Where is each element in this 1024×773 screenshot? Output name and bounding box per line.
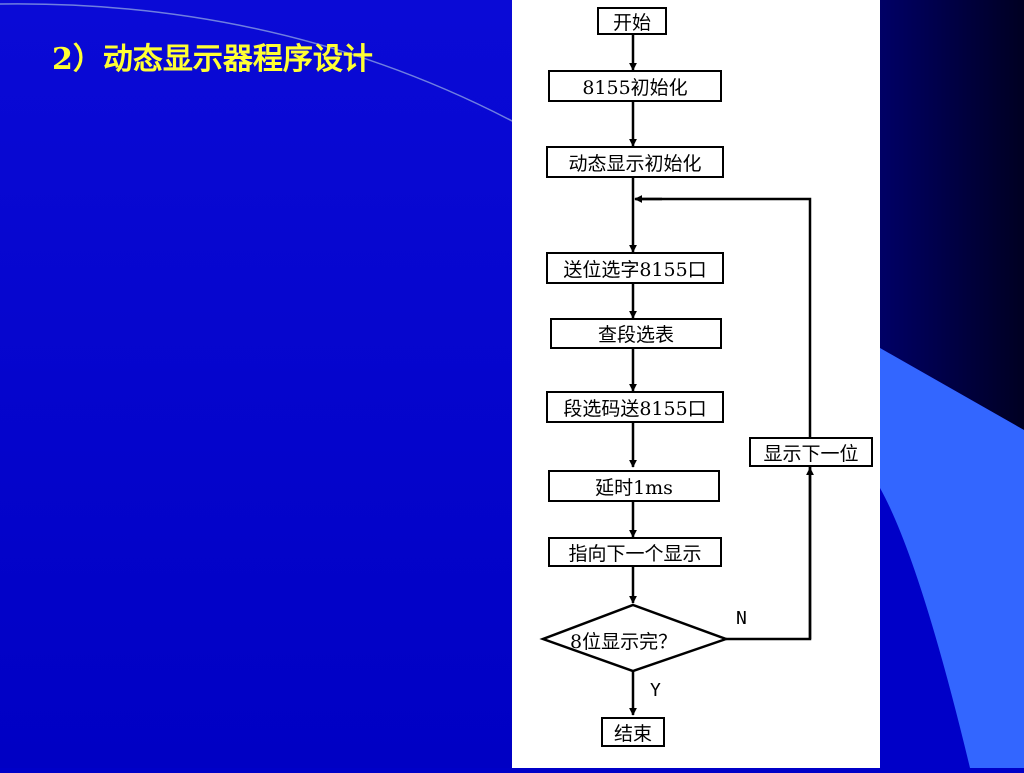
no-label: N: [736, 608, 747, 629]
decision-node: 8位显示完？: [570, 631, 678, 653]
send-segment-node: 段选码送8155口: [546, 391, 724, 423]
start-node: 开始: [597, 7, 667, 35]
yes-label: Y: [650, 680, 661, 701]
slide-title: 2）动态显示器程序设计: [52, 42, 373, 77]
send-bit-select-node: 送位选字8155口: [546, 252, 724, 284]
flowchart-panel: 开始 8155初始化 动态显示初始化 送位选字8155口 查段选表 段选码送81…: [512, 0, 880, 768]
lookup-segment-node: 查段选表: [550, 318, 722, 349]
delay-node: 延时1ms: [548, 470, 720, 502]
background-decoration: [0, 3, 514, 123]
next-bit-node: 显示下一位: [749, 437, 873, 467]
init-8155-node: 8155初始化: [548, 70, 722, 102]
display-init-node: 动态显示初始化: [546, 146, 724, 178]
flowchart-connectors: [539, 35, 814, 716]
next-display-node: 指向下一个显示: [548, 537, 722, 567]
background-right-decoration: [880, 0, 1024, 768]
slide-background: [0, 0, 514, 768]
end-node: 结束: [601, 717, 665, 747]
